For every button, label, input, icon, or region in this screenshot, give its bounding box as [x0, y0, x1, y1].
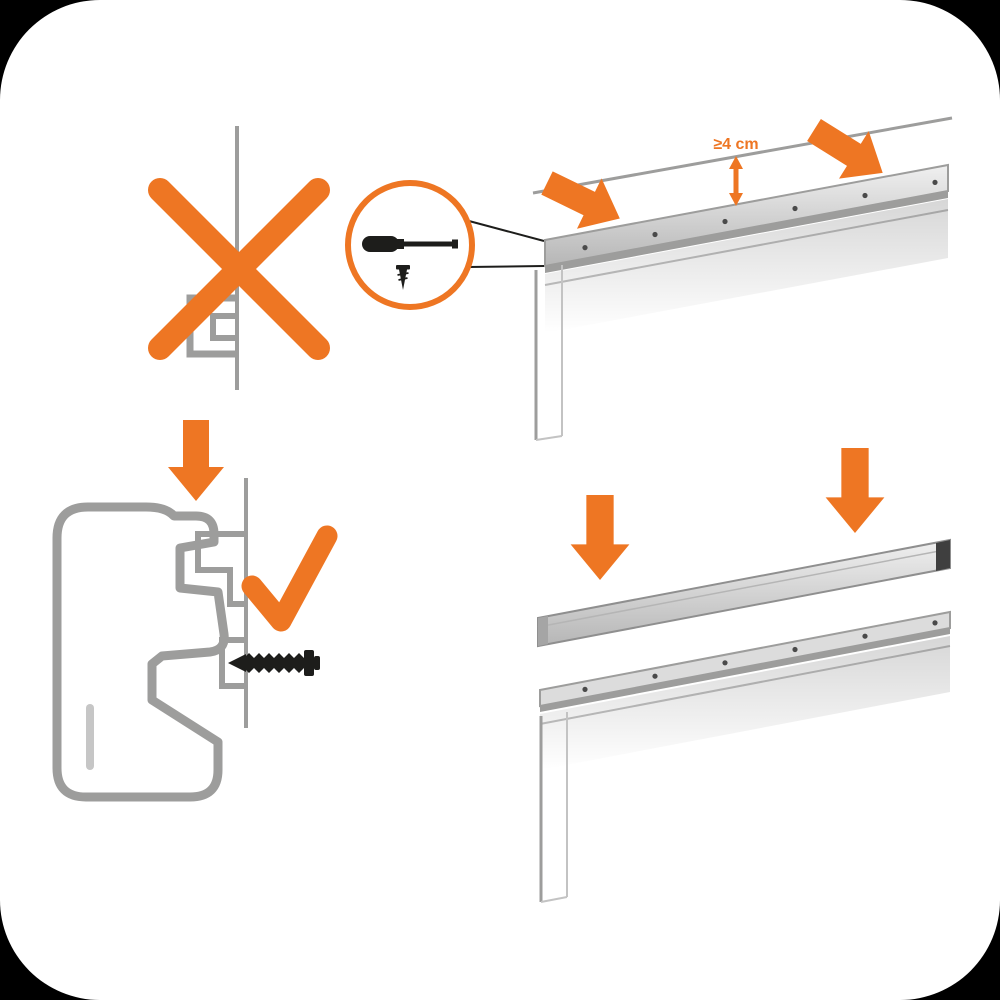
wall-shadow: [540, 636, 950, 770]
loose-rail-end-cap: [936, 540, 950, 571]
down-arrow-left-icon: [570, 495, 630, 581]
wall-rail-lip: [540, 628, 950, 712]
screw-icon: [396, 265, 410, 290]
check-mark-icon: [241, 525, 338, 632]
panel-incorrect-mounting: [148, 126, 330, 390]
tools-callout: [345, 180, 545, 310]
panel-profile-cross-section: [52, 502, 229, 802]
wall-bracket-lower: [219, 637, 246, 689]
rail-screw-heads: [582, 620, 938, 693]
callout-line-bottom: [467, 265, 545, 268]
screwdriver-icon: [362, 236, 458, 252]
clip-profile-hook: [210, 313, 237, 341]
wall-shadow: [545, 199, 948, 333]
rail-screw-heads: [582, 179, 938, 251]
panel-correct-mounting: [52, 420, 338, 802]
clearance-double-arrow-icon: [729, 156, 743, 206]
panel-lower-rail: [537, 448, 951, 903]
screw-icon: [228, 650, 320, 676]
wall-bracket-icon: [195, 531, 246, 607]
down-arrow-right-icon: [825, 448, 885, 534]
cross-mark-icon: [148, 178, 330, 360]
down-arrow-icon: [168, 420, 224, 501]
clearance-label: ≥4 cm: [713, 136, 758, 153]
loose-rail-ridge: [537, 548, 951, 628]
mounted-rail-lip: [545, 191, 948, 273]
callout-line-top: [468, 220, 545, 242]
wall-bottom-edge: [535, 435, 563, 441]
loose-rail-left-cap: [538, 616, 548, 646]
wall-top-edge: [532, 116, 953, 195]
panel-rail-clearance: ≥4 cm: [532, 106, 953, 441]
wall-bottom-edge: [540, 896, 568, 903]
